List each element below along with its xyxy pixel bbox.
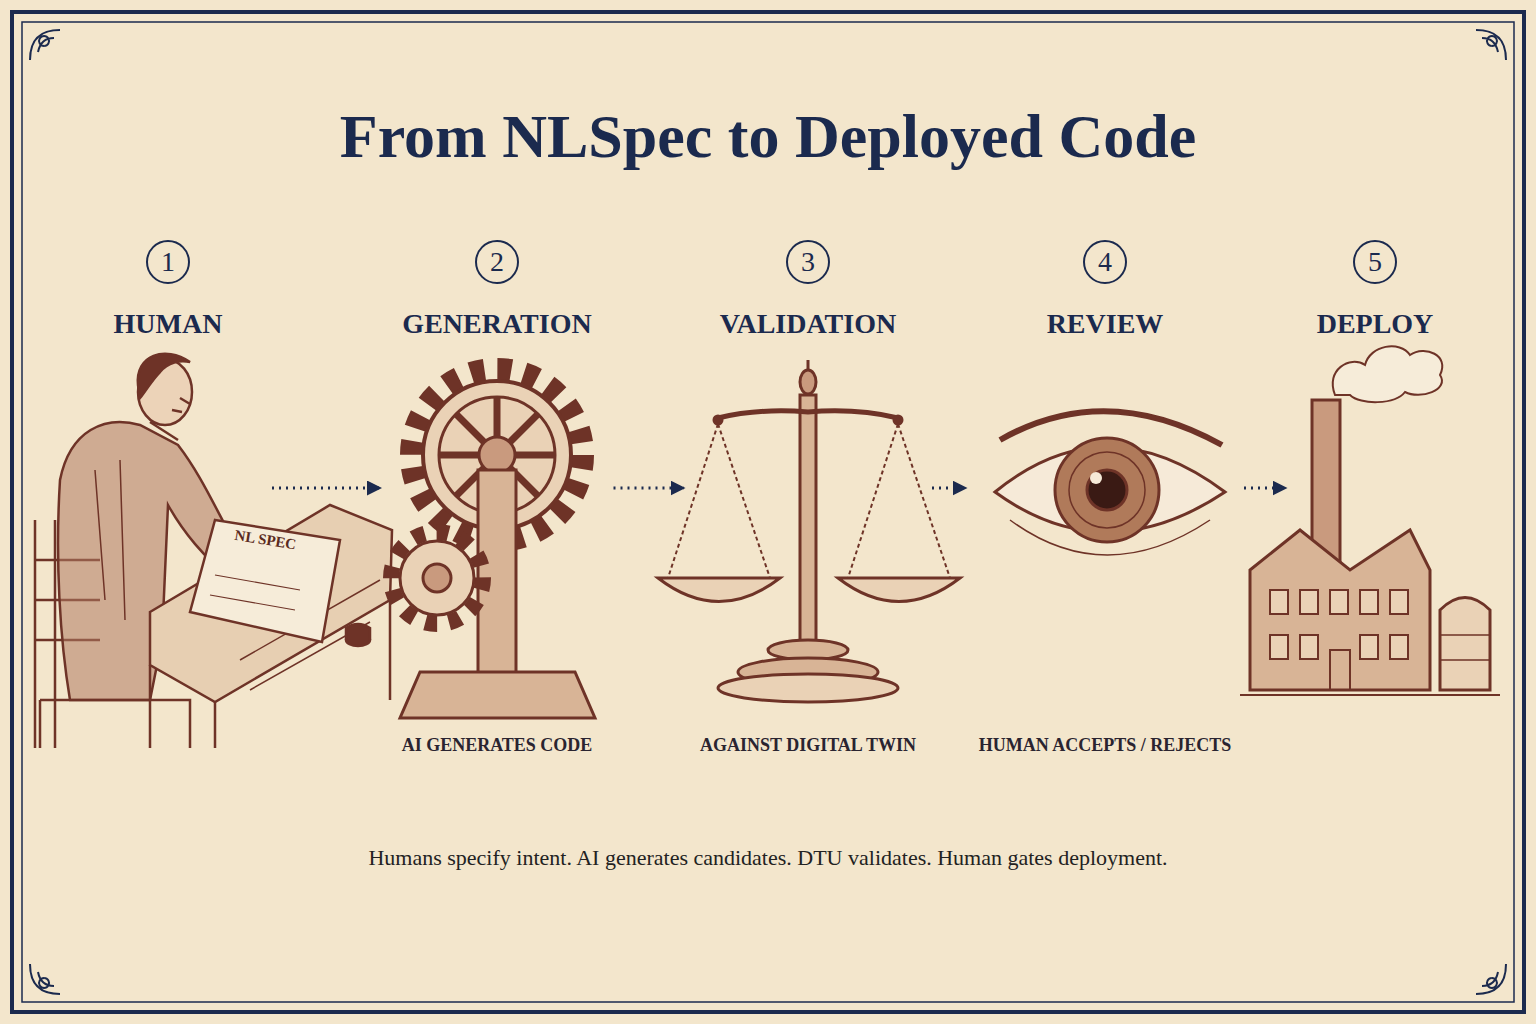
scales-illustration-part xyxy=(838,578,960,602)
step-number: 2 xyxy=(475,240,519,284)
scales-illustration-part xyxy=(714,416,722,424)
scales-illustration-part xyxy=(718,674,898,702)
factory-illustration xyxy=(1240,346,1500,695)
gears-illustration-part xyxy=(423,564,451,592)
corner-ornament-part xyxy=(1476,964,1506,994)
stage-column: 4REVIEW HUMAN ACCEPTS / REJECTS xyxy=(970,238,1240,763)
corner-ornament-part xyxy=(30,30,60,60)
paper-label: NL SPEC xyxy=(233,527,297,554)
stage-column: 1HUMAN xyxy=(68,238,268,763)
stage-column: 3VALIDATION AGAINST DIGITAL TWIN xyxy=(688,238,928,763)
factory-illustration-part xyxy=(1250,530,1430,690)
scales-illustration-part xyxy=(800,370,816,394)
factory-illustration-part xyxy=(1270,590,1408,659)
stage-caption: AI GENERATES CODE xyxy=(402,734,593,756)
eye-illustration xyxy=(995,411,1225,555)
stage-heading: HUMAN xyxy=(114,307,223,341)
stage-caption: AGAINST DIGITAL TWIN xyxy=(700,734,916,756)
corner-ornament-part xyxy=(30,964,60,994)
scales-illustration-part xyxy=(894,416,902,424)
human-illustration-part xyxy=(95,460,125,620)
eye-illustration-part xyxy=(1055,438,1159,542)
stage-heading: VALIDATION xyxy=(720,307,896,341)
step-number: 1 xyxy=(146,240,190,284)
factory-illustration-part xyxy=(1330,650,1350,690)
corner-ornament-part xyxy=(1476,30,1506,60)
gears-illustration-part xyxy=(478,470,516,675)
scales-illustration-part xyxy=(658,578,780,602)
human-illustration-part xyxy=(150,422,178,440)
factory-illustration-part xyxy=(1240,694,1500,696)
stage-caption: HUMAN ACCEPTS / REJECTS xyxy=(979,734,1232,756)
human-illustration-part xyxy=(150,505,392,702)
stage-heading: REVIEW xyxy=(1047,307,1164,341)
step-number: 3 xyxy=(786,240,830,284)
human-illustration-part xyxy=(172,398,190,412)
eye-illustration-part xyxy=(1010,520,1210,555)
factory-illustration-part xyxy=(1333,346,1443,402)
human-illustration-part xyxy=(138,354,190,398)
gears-illustration-part xyxy=(391,532,483,624)
stage-column: 5DEPLOY xyxy=(1290,238,1460,763)
stage-column: 2GENERATION AI GENERATES CODE xyxy=(385,238,610,763)
diagram-caption: Humans specify intent. AI generates cand… xyxy=(0,844,1536,872)
gears-illustration-part xyxy=(400,541,474,615)
human-illustration-part xyxy=(210,575,300,610)
flow-arrow xyxy=(272,487,381,490)
step-number: 4 xyxy=(1083,240,1127,284)
scales-illustration xyxy=(658,360,960,702)
factory-illustration-part xyxy=(1440,635,1490,660)
stage-heading: DEPLOY xyxy=(1317,307,1434,341)
factory-illustration-part xyxy=(1440,598,1490,691)
eye-illustration-part xyxy=(1087,470,1127,510)
scales-illustration-part xyxy=(668,424,950,578)
human-illustration-part xyxy=(346,624,370,640)
human-illustration xyxy=(35,354,392,748)
gears-illustration-part xyxy=(400,672,595,718)
gears-illustration xyxy=(391,369,595,718)
step-number: 5 xyxy=(1353,240,1397,284)
gears-illustration-part xyxy=(479,437,515,473)
scales-illustration-part xyxy=(718,411,898,418)
eye-illustration-part xyxy=(1090,472,1102,484)
eye-illustration-part xyxy=(1069,452,1145,528)
flow-arrow xyxy=(1244,487,1286,490)
flow-arrow xyxy=(932,487,966,490)
diagram-title: From NLSpec to Deployed Code xyxy=(0,98,1536,174)
flow-arrow xyxy=(614,487,685,490)
human-illustration-part xyxy=(40,700,190,748)
human-illustration-part xyxy=(190,520,340,642)
stage-heading: GENERATION xyxy=(402,307,591,341)
scales-illustration-part xyxy=(800,395,816,645)
